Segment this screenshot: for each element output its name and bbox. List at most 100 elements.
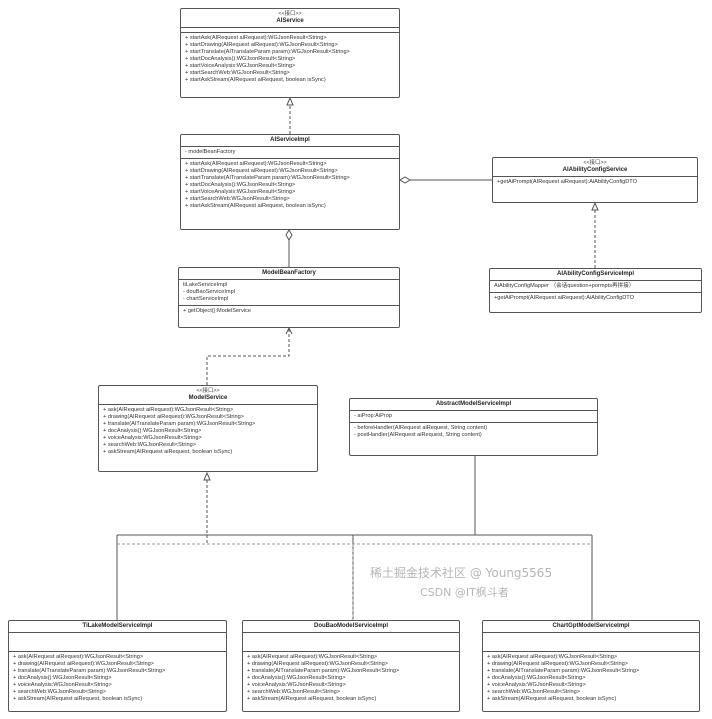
- method: + drawing(AIRequest aiRequest):WGJsonRes…: [487, 661, 628, 667]
- method: + ask(AIRequest aiRequest):WGJsonResult<…: [13, 654, 144, 660]
- diamond-icon: [285, 229, 293, 241]
- stereotype: <<接口>>: [278, 11, 302, 17]
- class-tiLake: TiLakeModelServiceImpl + ask(AIRequest ai…: [8, 620, 227, 712]
- method: + voiceAnalysis:WGJsonResult<String>: [13, 682, 112, 688]
- attribute: AiAbilityConfigMapper （会话question+pormpt…: [494, 283, 635, 289]
- attributes: [483, 633, 699, 652]
- method: + startTranslate(AITranslateParam param)…: [185, 49, 350, 55]
- method: + drawing(AIRequest aiRequest):WGJsonRes…: [13, 661, 154, 667]
- stereotype: <<接口>>: [583, 160, 607, 166]
- class-header: <<接口>>AIAbilityConfigService: [493, 158, 697, 177]
- method: + docAnalysis():WGJsonResult<String>: [13, 675, 112, 681]
- method: + searchWeb:WGJsonResult<String>: [487, 689, 581, 695]
- method: + translate(AITranslateParam param):WGJs…: [13, 668, 166, 674]
- attribute: - chartServiceImpl: [183, 296, 229, 302]
- method: + startSearchWeb:WGJsonResult<String>: [185, 196, 290, 202]
- methods: + ask(AIRequest aiRequest):WGJsonResult<…: [243, 652, 459, 705]
- methods: + ask(AIRequest aiRequest):WGJsonResult<…: [99, 405, 317, 458]
- class-name: DouBaoModelServiceImpl: [313, 623, 388, 629]
- method: + translate(AITranslateParam param):WGJs…: [103, 421, 256, 427]
- method: + askStream(AIRequest aiRequest, boolean…: [13, 696, 143, 702]
- method: + askStream(AIRequest aiRequest, boolean…: [103, 449, 233, 455]
- methods: + getObject():ModelService: [179, 306, 399, 317]
- class-header: DouBaoModelServiceImpl: [243, 621, 459, 633]
- triangle-arrow-icon: [203, 471, 211, 481]
- methods: - beforeHandler(AIRequest aiRequest, Str…: [350, 423, 597, 441]
- class-name: ModelBeanFactory: [262, 270, 316, 276]
- method: + startAskStream(AIRequest aiRequest, bo…: [185, 203, 326, 209]
- class-header: ChartGptModelServiceImpl: [483, 621, 699, 633]
- methods: + ask(AIRequest aiRequest):WGJsonResult<…: [9, 652, 226, 705]
- method: + startSearchWeb:WGJsonResult<String>: [185, 70, 290, 76]
- method: + startVoiceAnalysis:WGJsonResult<String…: [185, 63, 296, 69]
- method: +getAiPrompt(AIRequest aiRequest):AiAbil…: [497, 179, 637, 185]
- dependency-modelservice: [206, 329, 290, 385]
- method: + translate(AITranslateParam param):WGJs…: [487, 668, 640, 674]
- class-douBao: DouBaoModelServiceImpl + ask(AIRequest ai…: [242, 620, 460, 712]
- attributes: tiLakeServiceImpl- douBaoServiceImpl- ch…: [179, 280, 399, 306]
- attributes: AiAbilityConfigMapper （会话question+pormpt…: [490, 281, 701, 293]
- class-name: AIService: [276, 18, 304, 24]
- attribute: - aiProp:AiProp: [354, 413, 392, 419]
- method: + searchWeb:WGJsonResult<String>: [13, 689, 107, 695]
- method: + ask(AIRequest aiRequest):WGJsonResult<…: [487, 654, 618, 660]
- method: + voiceAnalysis:WGJsonResult<String>: [103, 435, 202, 441]
- method: + docAnalysis():WGJsonResult<String>: [247, 675, 346, 681]
- methods: + startAsk(AIRequest aiRequest):WGJsonRe…: [181, 33, 399, 86]
- watermark: CSDN @IT枫斗者: [420, 586, 509, 599]
- stereotype: <<接口>>: [196, 388, 220, 394]
- method: + searchWeb:WGJsonResult<String>: [103, 442, 197, 448]
- class-header: AbstractModelServiceImpl: [350, 399, 597, 411]
- attribute: tiLakeServiceImpl: [183, 282, 228, 288]
- class-header: <<接口>>ModelService: [99, 386, 317, 405]
- method: + startDrawing(AIRequest aiRequest):WGJs…: [185, 42, 338, 48]
- methods: + startAsk(AIRequest aiRequest):WGJsonRe…: [181, 159, 399, 212]
- class-modelBeanFactory: ModelBeanFactory tiLakeServiceImpl- douBa…: [178, 267, 400, 328]
- method: + startDrawing(AIRequest aiRequest):WGJs…: [185, 168, 338, 174]
- open-arrow-icon: [285, 326, 293, 335]
- method: + translate(AITranslateParam param):WGJs…: [247, 668, 400, 674]
- method: + docAnalysis():WGJsonResult<String>: [103, 428, 202, 434]
- class-header: AIAbilityConfigServiceImpl: [490, 269, 701, 281]
- class-name: TiLakeModelServiceImpl: [82, 623, 153, 629]
- attribute: - douBaoServiceImpl: [183, 289, 235, 295]
- method: + startAsk(AIRequest aiRequest):WGJsonRe…: [185, 161, 327, 167]
- attributes: [9, 633, 226, 652]
- methods: +getAiPrompt(AIRequest aiRequest):AiAbil…: [490, 293, 701, 304]
- method: + voiceAnalysis:WGJsonResult<String>: [247, 682, 346, 688]
- class-header: ModelBeanFactory: [179, 268, 399, 280]
- triangle-arrow-icon: [591, 201, 599, 211]
- diamond-icon: [399, 176, 411, 184]
- triangle-arrow-icon: [286, 96, 294, 106]
- class-header: <<接口>>AIService: [181, 9, 399, 28]
- method: + startAsk(AIRequest aiRequest):WGJsonRe…: [185, 35, 327, 41]
- attribute: - modelBeanFactory: [185, 149, 236, 155]
- attributes: - modelBeanFactory: [181, 147, 399, 159]
- method: +getAiPrompt(AIRequest aiRequest):AiAbil…: [494, 295, 634, 301]
- method: + startDocAnalysis():WGJsonResult<String…: [185, 56, 296, 62]
- method: + docAnalysis():WGJsonResult<String>: [487, 675, 586, 681]
- class-header: AIServiceImpl: [181, 135, 399, 147]
- method: + drawing(AIRequest aiRequest):WGJsonRes…: [247, 661, 388, 667]
- method: + searchWeb:WGJsonResult<String>: [247, 689, 341, 695]
- method: + startDocAnalysis():WGJsonResult<String…: [185, 182, 296, 188]
- class-header: TiLakeModelServiceImpl: [9, 621, 226, 633]
- attributes: [243, 633, 459, 652]
- class-name: AIServiceImpl: [270, 137, 310, 143]
- class-name: AbstractModelServiceImpl: [435, 401, 512, 407]
- attributes: - aiProp:AiProp: [350, 411, 597, 423]
- method: - beforeHandler(AIRequest aiRequest, Str…: [354, 425, 488, 431]
- class-modelService: <<接口>>ModelService + ask(AIRequest aiRequ…: [98, 385, 318, 472]
- class-abstractModelServiceImpl: AbstractModelServiceImpl - aiProp:AiProp -…: [349, 398, 598, 456]
- method: - postHandler(AIRequest aiRequest, Strin…: [354, 432, 482, 438]
- methods: + ask(AIRequest aiRequest):WGJsonResult<…: [483, 652, 699, 705]
- method: + ask(AIRequest aiRequest):WGJsonResult<…: [103, 407, 234, 413]
- class-aiServiceImpl: AIServiceImpl - modelBeanFactory + startAs…: [180, 134, 400, 230]
- method: + drawing(AIRequest aiRequest):WGJsonRes…: [103, 414, 244, 420]
- watermark: 稀土掘金技术社区 @ Young5565: [370, 566, 553, 580]
- method: + voiceAnalysis:WGJsonResult<String>: [487, 682, 586, 688]
- class-name: AIAbilityConfigService: [562, 167, 628, 173]
- method: + startAskStream(AIRequest aiRequest, bo…: [185, 77, 326, 83]
- class-name: ModelService: [188, 395, 228, 401]
